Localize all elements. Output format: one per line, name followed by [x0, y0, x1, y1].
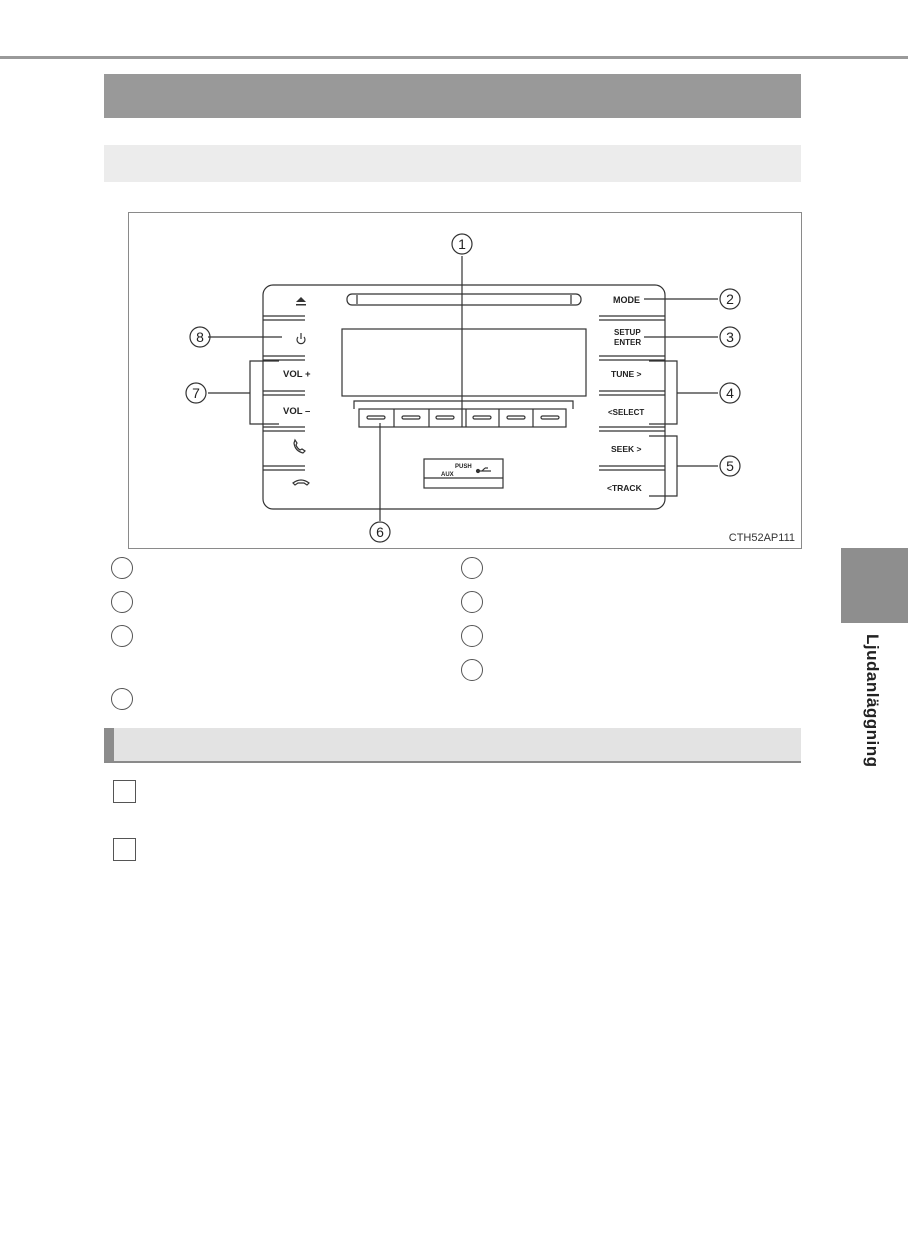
callout-8: 8 [196, 329, 204, 345]
callout-4: 4 [726, 385, 734, 401]
chapter-tab-label: Ljudanläggning [863, 634, 882, 768]
legend-marker-4 [111, 688, 133, 710]
eject-icon [296, 297, 306, 302]
select-button-label: <SELECT [608, 408, 644, 417]
vol-up-button-label: VOL + [283, 369, 311, 380]
legend-marker-2 [111, 591, 133, 613]
audio-unit-figure: 1 2 3 4 5 6 7 8 MODE SETUP ENTER TUNE > … [128, 212, 802, 549]
callout-7: 7 [192, 385, 200, 401]
section-header-bar [104, 728, 801, 763]
section-accent [104, 728, 114, 761]
chapter-tab [841, 548, 908, 623]
setup-button-label: SETUP [614, 328, 641, 337]
aux-label: AUX [441, 472, 454, 478]
page-title-bar [104, 74, 801, 118]
push-label: PUSH [455, 464, 472, 470]
display-screen [341, 328, 587, 397]
callout-3: 3 [726, 329, 734, 345]
legend-marker-7 [461, 625, 483, 647]
legend-marker-1 [111, 557, 133, 579]
checkbox-square [113, 838, 136, 861]
top-rule [0, 56, 908, 59]
enter-button-label: ENTER [614, 338, 641, 347]
vol-down-button-label: VOL – [283, 406, 310, 417]
seek-button-label: SEEK > [611, 444, 642, 454]
callout-6: 6 [376, 524, 384, 540]
callout-2: 2 [726, 291, 734, 307]
legend-marker-6 [461, 591, 483, 613]
aux-usb-port [423, 458, 504, 489]
checkbox-square [113, 780, 136, 803]
audio-unit-illustration: 1 2 3 4 5 6 7 8 MODE SETUP ENTER TUNE > … [185, 233, 741, 543]
legend-marker-3 [111, 625, 133, 647]
track-button-label: <TRACK [607, 483, 643, 493]
panel-outline [262, 284, 666, 510]
mode-button-label: MODE [613, 295, 640, 305]
figure-code: CTH52AP111 [728, 532, 795, 544]
cd-slot [346, 293, 582, 306]
subtitle-bar [104, 145, 801, 182]
callout-5: 5 [726, 458, 734, 474]
callout-1: 1 [458, 236, 466, 252]
tune-button-label: TUNE > [611, 369, 642, 379]
legend-marker-8 [461, 659, 483, 681]
legend-marker-5 [461, 557, 483, 579]
